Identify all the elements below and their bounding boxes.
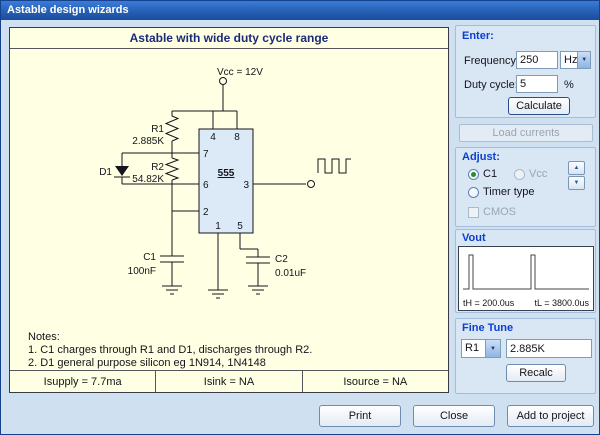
duty-cycle-input[interactable]: [516, 75, 558, 93]
r1-value: 2.885K: [132, 136, 164, 147]
radio-button-icon: [514, 168, 525, 180]
status-isupply: Isupply = 7.7ma: [43, 375, 122, 388]
circuit-diagram: Vcc = 12V R1 2.885K R2 54.82: [99, 67, 351, 299]
r2-value: 54.82K: [132, 174, 164, 185]
recalc-button[interactable]: Recalc: [506, 364, 566, 382]
spinner-down-button[interactable]: ▼: [568, 176, 585, 190]
vout-times: tH = 200.0us tL = 3800.0us: [463, 298, 589, 308]
pin-7-label: 7: [203, 149, 209, 160]
c1-symbol: [160, 255, 184, 286]
pin-1-label: 1: [215, 221, 221, 232]
radio-vcc: Vcc: [514, 168, 547, 180]
dropdown-arrow-icon: ▼: [485, 340, 500, 357]
status-isource: Isource = NA: [301, 371, 448, 392]
duty-cycle-label: Duty cycle:: [464, 79, 518, 91]
frequency-unit-value: Hz: [564, 54, 578, 66]
finetune-value-input[interactable]: [506, 339, 592, 358]
c2-symbol: [246, 256, 270, 286]
vout-label: Vout: [462, 232, 486, 244]
radio-button-icon: [468, 186, 479, 198]
load-currents-button: Load currents: [459, 124, 593, 142]
calculate-button[interactable]: Calculate: [508, 97, 570, 115]
square-wave-icon: [317, 158, 351, 174]
adjust-label: Adjust:: [462, 151, 500, 163]
title-bar[interactable]: Astable design wizards: [1, 1, 599, 20]
radio-button-icon: [468, 168, 479, 180]
checkbox-icon: [468, 206, 479, 218]
notes-line-2: 2. D1 general purpose silicon eg 1N914, …: [28, 357, 266, 369]
dropdown-arrow-icon: ▼: [577, 52, 590, 68]
vout-tl: tL = 3800.0us: [534, 298, 589, 308]
spinner-up-button[interactable]: ▲: [568, 161, 585, 175]
circuit-panel: Astable with wide duty cycle range Vcc =…: [9, 27, 449, 393]
enter-group: Enter: Frequency: Hz ▼ Duty cycle: % Cal…: [455, 25, 596, 118]
pin-2-label: 2: [203, 207, 209, 218]
notes: Notes: 1. C1 charges through R1 and D1, …: [28, 331, 312, 370]
frequency-input[interactable]: [516, 51, 558, 69]
cmos-checkbox: CMOS: [468, 206, 516, 218]
d1-symbol: [114, 152, 172, 185]
frequency-label: Frequency:: [464, 55, 520, 67]
radio-vcc-label: Vcc: [529, 168, 548, 180]
notes-title: Notes:: [28, 331, 60, 343]
c1-value: 100nF: [128, 266, 156, 277]
pin-5-label: 5: [237, 221, 243, 232]
ground-symbol: [208, 289, 228, 299]
status-row: Isupply = 7.7ma Isink = NA Isource = NA: [10, 370, 448, 392]
print-button[interactable]: Print: [319, 405, 401, 427]
chip-label: 555: [218, 168, 235, 179]
c1-label: C1: [143, 252, 156, 263]
cmos-label: CMOS: [483, 206, 516, 218]
r1-label: R1: [151, 124, 164, 135]
frequency-unit-select[interactable]: Hz ▼: [560, 51, 591, 69]
adjust-group: Adjust: C1 Vcc ▲ ▼ Timer type CMOS: [455, 147, 596, 227]
finetune-label: Fine Tune: [462, 322, 514, 334]
vcc-label: Vcc = 12V: [217, 67, 263, 78]
c2-label: C2: [275, 254, 288, 265]
finetune-group: Fine Tune R1 ▼ Recalc: [455, 318, 596, 394]
radio-timer-label: Timer type: [483, 186, 535, 198]
close-button[interactable]: Close: [413, 405, 495, 427]
vout-group: Vout tH = 200.0us tL = 3800.0us: [455, 229, 596, 313]
window-title: Astable design wizards: [7, 4, 129, 16]
finetune-component-value: R1: [465, 342, 480, 354]
r2-label: R2: [151, 162, 164, 173]
c2-value: 0.01uF: [275, 268, 306, 279]
vout-display: tH = 200.0us tL = 3800.0us: [458, 246, 594, 311]
ground-symbol: [162, 285, 182, 295]
r1-symbol: [164, 111, 180, 153]
vcc-terminal: [219, 77, 227, 85]
circuit-title: Astable with wide duty cycle range: [10, 28, 448, 49]
output-terminal: [307, 180, 315, 188]
pin-4-label: 4: [210, 132, 216, 143]
status-isink: Isink = NA: [155, 371, 301, 392]
r2-symbol: [164, 153, 180, 184]
radio-timer-type[interactable]: Timer type: [468, 186, 535, 198]
chip-555: [198, 128, 254, 234]
vout-th: tH = 200.0us: [463, 298, 515, 308]
duty-cycle-unit: %: [564, 79, 574, 91]
vout-waveform: [463, 254, 589, 290]
pin-3-label: 3: [243, 180, 249, 191]
ground-symbol: [248, 285, 268, 295]
pin-6-label: 6: [203, 180, 209, 191]
d1-label: D1: [99, 167, 112, 178]
radio-c1-label: C1: [483, 168, 498, 180]
add-to-project-button[interactable]: Add to project: [507, 405, 594, 427]
finetune-component-select[interactable]: R1 ▼: [461, 339, 501, 358]
notes-line-1: 1. C1 charges through R1 and D1, dischar…: [28, 344, 313, 356]
pin-8-label: 8: [234, 132, 240, 143]
enter-label: Enter:: [462, 30, 494, 42]
radio-c1[interactable]: C1: [468, 168, 497, 180]
